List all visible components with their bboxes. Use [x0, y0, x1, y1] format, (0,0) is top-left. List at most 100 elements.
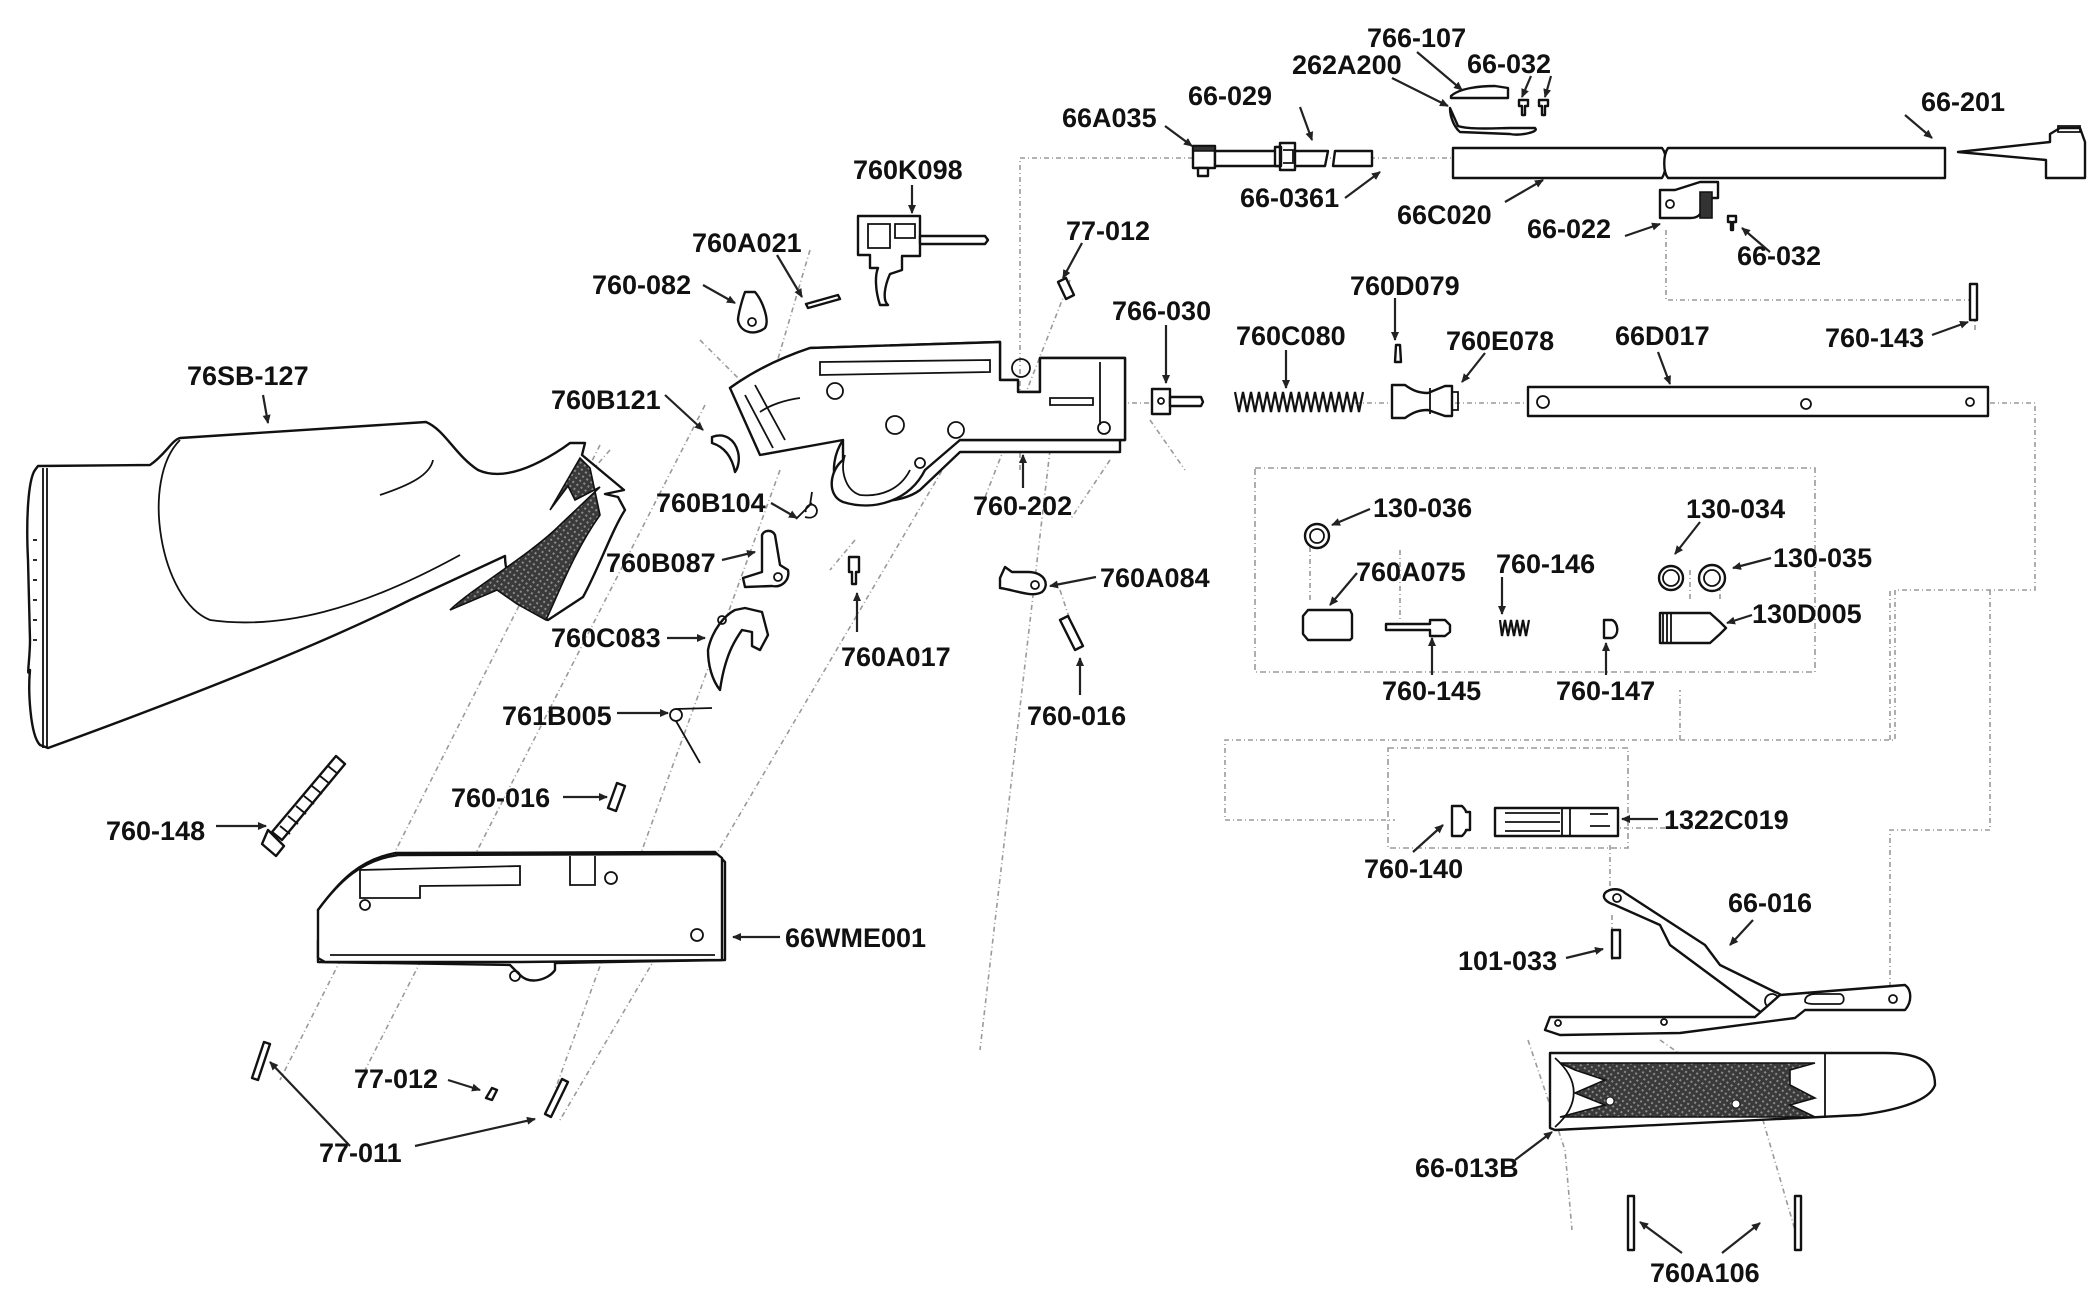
- part-pump-linkage-66-016[interactable]: [1543, 888, 1912, 1037]
- callout-760A084: 760A084: [1100, 563, 1210, 593]
- callout-760B121: 760B121: [551, 385, 661, 415]
- part-spring-760C080[interactable]: [1233, 391, 1365, 413]
- callout-760-148: 760-148: [106, 816, 205, 846]
- part-piston-760E078[interactable]: [1390, 383, 1459, 420]
- part-oring-130-035[interactable]: [1697, 563, 1727, 593]
- part-breech-66A035[interactable]: [1191, 144, 1217, 178]
- callout-760K098: 760K098: [853, 155, 963, 185]
- callout-760E078: 760E078: [1446, 326, 1554, 356]
- part-safety-760-082[interactable]: [736, 290, 768, 334]
- callout-760C083: 760C083: [551, 623, 661, 653]
- part-screw-760A017[interactable]: [847, 555, 861, 586]
- callout-766-030: 766-030: [1112, 296, 1211, 326]
- part-spring-760-146[interactable]: [1498, 619, 1531, 637]
- callout-77-012-top: 77-012: [1066, 216, 1150, 246]
- bolt-assembly-box: [1387, 747, 1629, 849]
- callout-766-107: 766-107: [1367, 23, 1466, 53]
- part-valve-stem-760-145[interactable]: [1384, 618, 1452, 638]
- callout-760B104: 760B104: [656, 488, 766, 518]
- part-pin-760-016-right[interactable]: [1058, 614, 1085, 652]
- part-spring-761B005[interactable]: [669, 707, 713, 764]
- callout-66-0361: 66-0361: [1240, 183, 1339, 213]
- part-side-plate-66WME001[interactable]: [316, 850, 727, 982]
- callout-760A017: 760A017: [841, 642, 951, 672]
- part-pin-760A106-right[interactable]: [1793, 1194, 1803, 1252]
- part-sight-cap-766-107[interactable]: [1449, 84, 1510, 100]
- part-screw-77-011-right[interactable]: [543, 1077, 570, 1119]
- part-oring-130-034[interactable]: [1657, 564, 1685, 592]
- callout-66-032-top: 66-032: [1467, 49, 1551, 79]
- callout-labels: 66A035 66-029 262A200 766-107 66-032 66-…: [106, 23, 2005, 1288]
- part-butt-stock[interactable]: [26, 420, 627, 750]
- part-sear-760B121[interactable]: [710, 434, 740, 474]
- part-forend-66-013B[interactable]: [1548, 1051, 1937, 1132]
- callout-76SB-127: 76SB-127: [187, 361, 309, 391]
- callout-66C020: 66C020: [1397, 200, 1492, 230]
- part-pin-760A021[interactable]: [804, 293, 842, 310]
- part-hammer-760A084[interactable]: [998, 565, 1047, 596]
- callout-761B005: 761B005: [502, 701, 612, 731]
- part-barrel-66C020-front[interactable]: [1663, 146, 1947, 180]
- part-screw-66-032-b[interactable]: [1537, 98, 1550, 117]
- part-valve-body-760A075[interactable]: [1301, 608, 1354, 642]
- part-pin-760-143[interactable]: [1968, 282, 1979, 322]
- valve-assembly-box: [1254, 467, 1816, 673]
- part-barrel-band-66-022[interactable]: [1658, 180, 1720, 220]
- callout-760-146: 760-146: [1496, 549, 1595, 579]
- callout-760C080: 760C080: [1236, 321, 1346, 351]
- callout-130-035: 130-035: [1773, 543, 1872, 573]
- part-front-sight-66-201[interactable]: [1956, 125, 2087, 180]
- callout-760A075: 760A075: [1356, 557, 1466, 587]
- part-trigger-760C083[interactable]: [706, 606, 770, 692]
- part-seal-760-140[interactable]: [1450, 804, 1472, 838]
- part-pin-101-033[interactable]: [1610, 928, 1622, 960]
- part-pump-rod-66D017[interactable]: [1526, 385, 1990, 418]
- callout-66-016: 66-016: [1728, 888, 1812, 918]
- part-lever-760B087[interactable]: [741, 529, 790, 589]
- callout-130-036: 130-036: [1373, 493, 1472, 523]
- callout-130-034: 130-034: [1686, 494, 1785, 524]
- callout-66-013B: 66-013B: [1415, 1153, 1519, 1183]
- callout-760D079: 760D079: [1350, 271, 1460, 301]
- callout-66A035: 66A035: [1062, 103, 1157, 133]
- part-end-cap-766-030[interactable]: [1150, 387, 1205, 416]
- leader-lines: [216, 51, 1969, 1254]
- callout-760-016-right: 760-016: [1027, 701, 1126, 731]
- part-pin-760-016-left[interactable]: [606, 781, 627, 813]
- callout-101-033: 101-033: [1458, 946, 1557, 976]
- callout-760-143: 760-143: [1825, 323, 1924, 353]
- part-screw-66-032-c[interactable]: [1726, 214, 1738, 232]
- callout-66D017: 66D017: [1615, 321, 1710, 351]
- callout-66-032-bottom: 66-032: [1737, 241, 1821, 271]
- part-receiver[interactable]: [728, 340, 1127, 507]
- part-valve-seat-760-147[interactable]: [1602, 618, 1619, 640]
- callout-66WME001: 66WME001: [785, 923, 926, 953]
- callout-66-029: 66-029: [1188, 81, 1272, 111]
- part-bolt-1322C019[interactable]: [1493, 806, 1620, 838]
- callout-760-082: 760-082: [592, 270, 691, 300]
- part-barrel-66C020-rear[interactable]: [1451, 146, 1667, 180]
- callout-262A200: 262A200: [1292, 50, 1402, 80]
- part-pin-760D079[interactable]: [1393, 343, 1403, 364]
- callout-760A106: 760A106: [1650, 1258, 1760, 1288]
- callout-760-140: 760-140: [1364, 854, 1463, 884]
- part-pin-760A106-left[interactable]: [1626, 1194, 1636, 1252]
- part-screw-760-148[interactable]: [260, 754, 347, 858]
- part-rear-sight-262A200[interactable]: [1448, 106, 1537, 136]
- callout-77-011: 77-011: [319, 1138, 402, 1168]
- part-screw-77-012-top[interactable]: [1056, 276, 1076, 301]
- part-screw-77-011-left[interactable]: [250, 1040, 272, 1082]
- part-spring-760B104[interactable]: [795, 491, 818, 520]
- part-screw-66-032-a[interactable]: [1517, 98, 1530, 117]
- part-bolt-handle[interactable]: [856, 214, 990, 307]
- part-screw-77-012-bottom[interactable]: [484, 1086, 499, 1102]
- callout-77-012-bottom: 77-012: [354, 1064, 438, 1094]
- part-valve-housing-130D005[interactable]: [1658, 611, 1728, 645]
- callout-760A021: 760A021: [692, 228, 802, 258]
- part-oring-130-036[interactable]: [1303, 522, 1331, 550]
- callout-760-202: 760-202: [973, 491, 1072, 521]
- part-collar-66-029[interactable]: [1273, 141, 1297, 172]
- callout-760B087: 760B087: [606, 548, 716, 578]
- callout-66-022: 66-022: [1527, 214, 1611, 244]
